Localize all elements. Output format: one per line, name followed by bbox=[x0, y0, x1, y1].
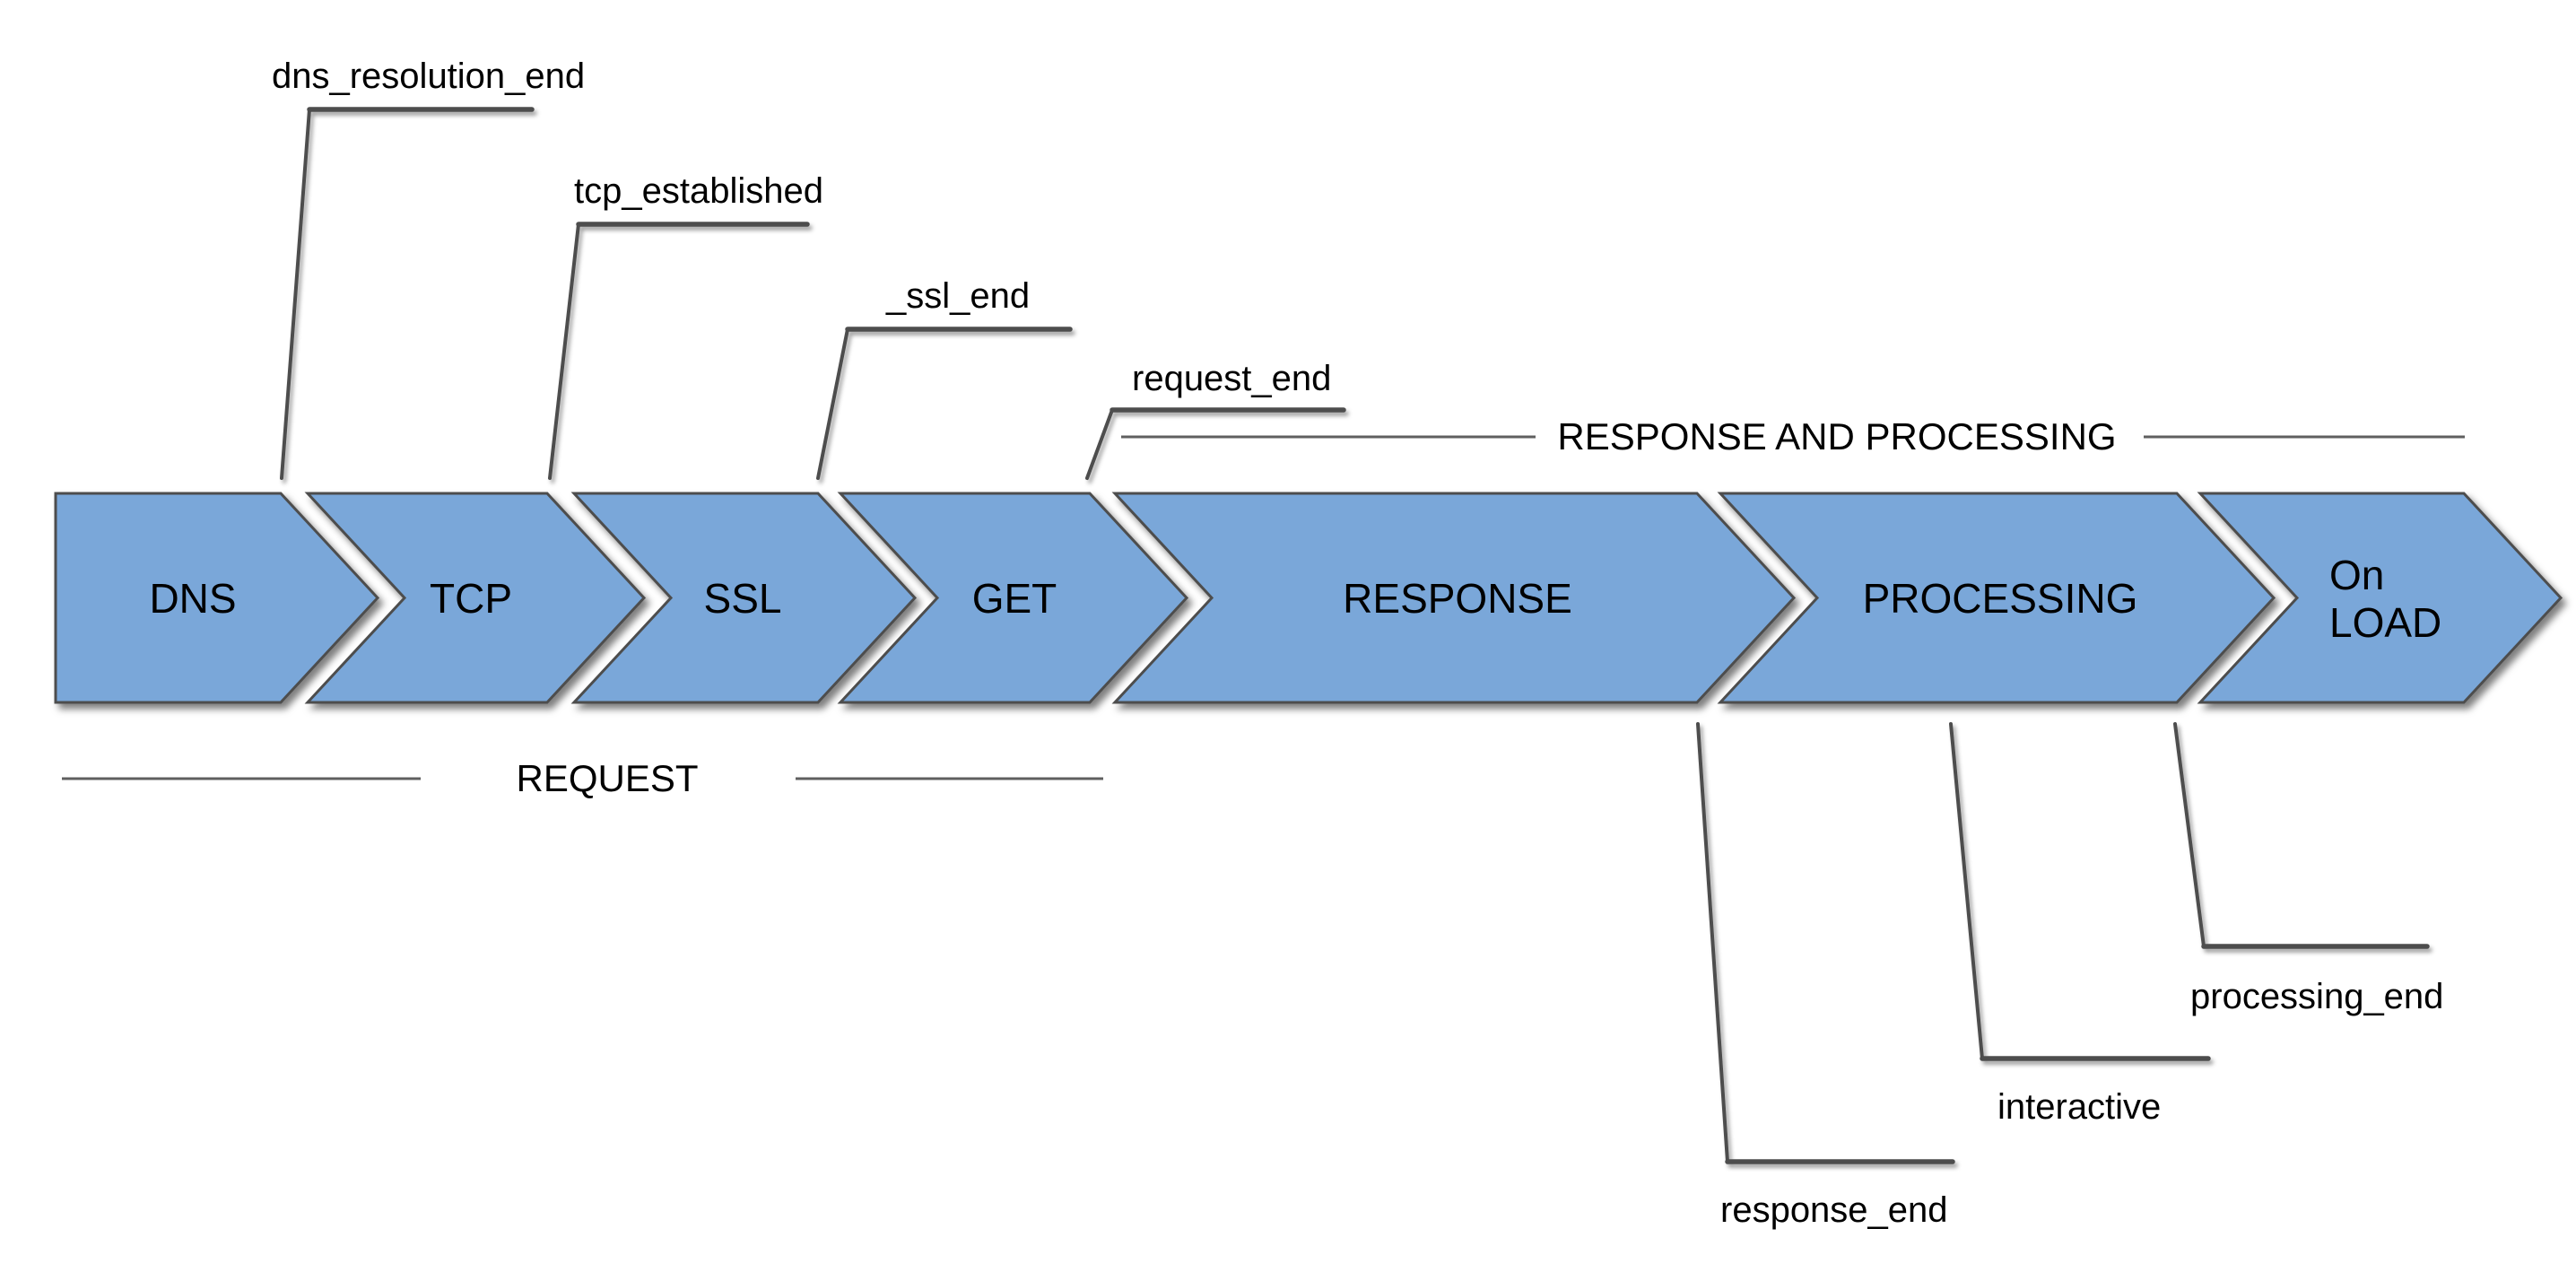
stage-label-get: GET bbox=[972, 575, 1057, 622]
stage-label-line: DNS bbox=[149, 575, 236, 622]
stage-label-line: TCP bbox=[430, 575, 512, 622]
milestone-label-ssl-end: _ssl_end bbox=[885, 276, 1030, 316]
stage-label-line: LOAD bbox=[2329, 599, 2441, 646]
milestone-connector-request-end bbox=[1085, 408, 1114, 480]
milestone-label-interactive: interactive bbox=[1997, 1087, 2161, 1127]
stage-label-line: SSL bbox=[704, 575, 782, 622]
stage-label-dns: DNS bbox=[149, 575, 236, 622]
stage-label-line: RESPONSE bbox=[1343, 575, 1572, 622]
stage-label-line: On bbox=[2329, 552, 2384, 598]
stage-chevron-dns bbox=[54, 492, 380, 704]
stage-label-ssl: SSL bbox=[704, 575, 782, 622]
milestone-label-dns-resolution-end: dns_resolution_end bbox=[272, 57, 585, 96]
phase-label-response-and-processing: RESPONSE AND PROCESSING bbox=[1557, 415, 2116, 458]
stage-label-line: GET bbox=[972, 575, 1057, 622]
stage-chevron-on-load bbox=[2197, 492, 2563, 704]
milestone-label-response-end: response_end bbox=[1720, 1190, 1948, 1230]
stage-chevron-response bbox=[1111, 492, 1797, 704]
stage-label-tcp: TCP bbox=[430, 575, 512, 622]
stage-chevron-processing bbox=[1717, 492, 2276, 704]
milestone-connector-ssl-end bbox=[816, 327, 849, 480]
stage-chevron-get bbox=[837, 492, 1189, 704]
phase-label-request: REQUEST bbox=[516, 757, 698, 799]
milestone-connector-dns-resolution-end bbox=[280, 108, 311, 480]
milestone-connector-processing-end bbox=[2173, 722, 2206, 948]
stage-label-processing: PROCESSING bbox=[1863, 575, 2138, 622]
stage-chevron-tcp bbox=[304, 492, 647, 704]
stage-label-response: RESPONSE bbox=[1343, 575, 1572, 622]
milestone-connector-tcp-established bbox=[548, 222, 580, 480]
milestone-label-tcp-established: tcp_established bbox=[574, 171, 823, 211]
stage-chevron-ssl bbox=[570, 492, 918, 704]
milestone-label-processing-end: processing_end bbox=[2190, 977, 2443, 1016]
milestone-connector-response-end bbox=[1696, 722, 1729, 1163]
milestone-connector-interactive bbox=[1949, 722, 1984, 1060]
milestone-label-request-end: request_end bbox=[1132, 359, 1331, 398]
stage-label-line: PROCESSING bbox=[1863, 575, 2138, 622]
